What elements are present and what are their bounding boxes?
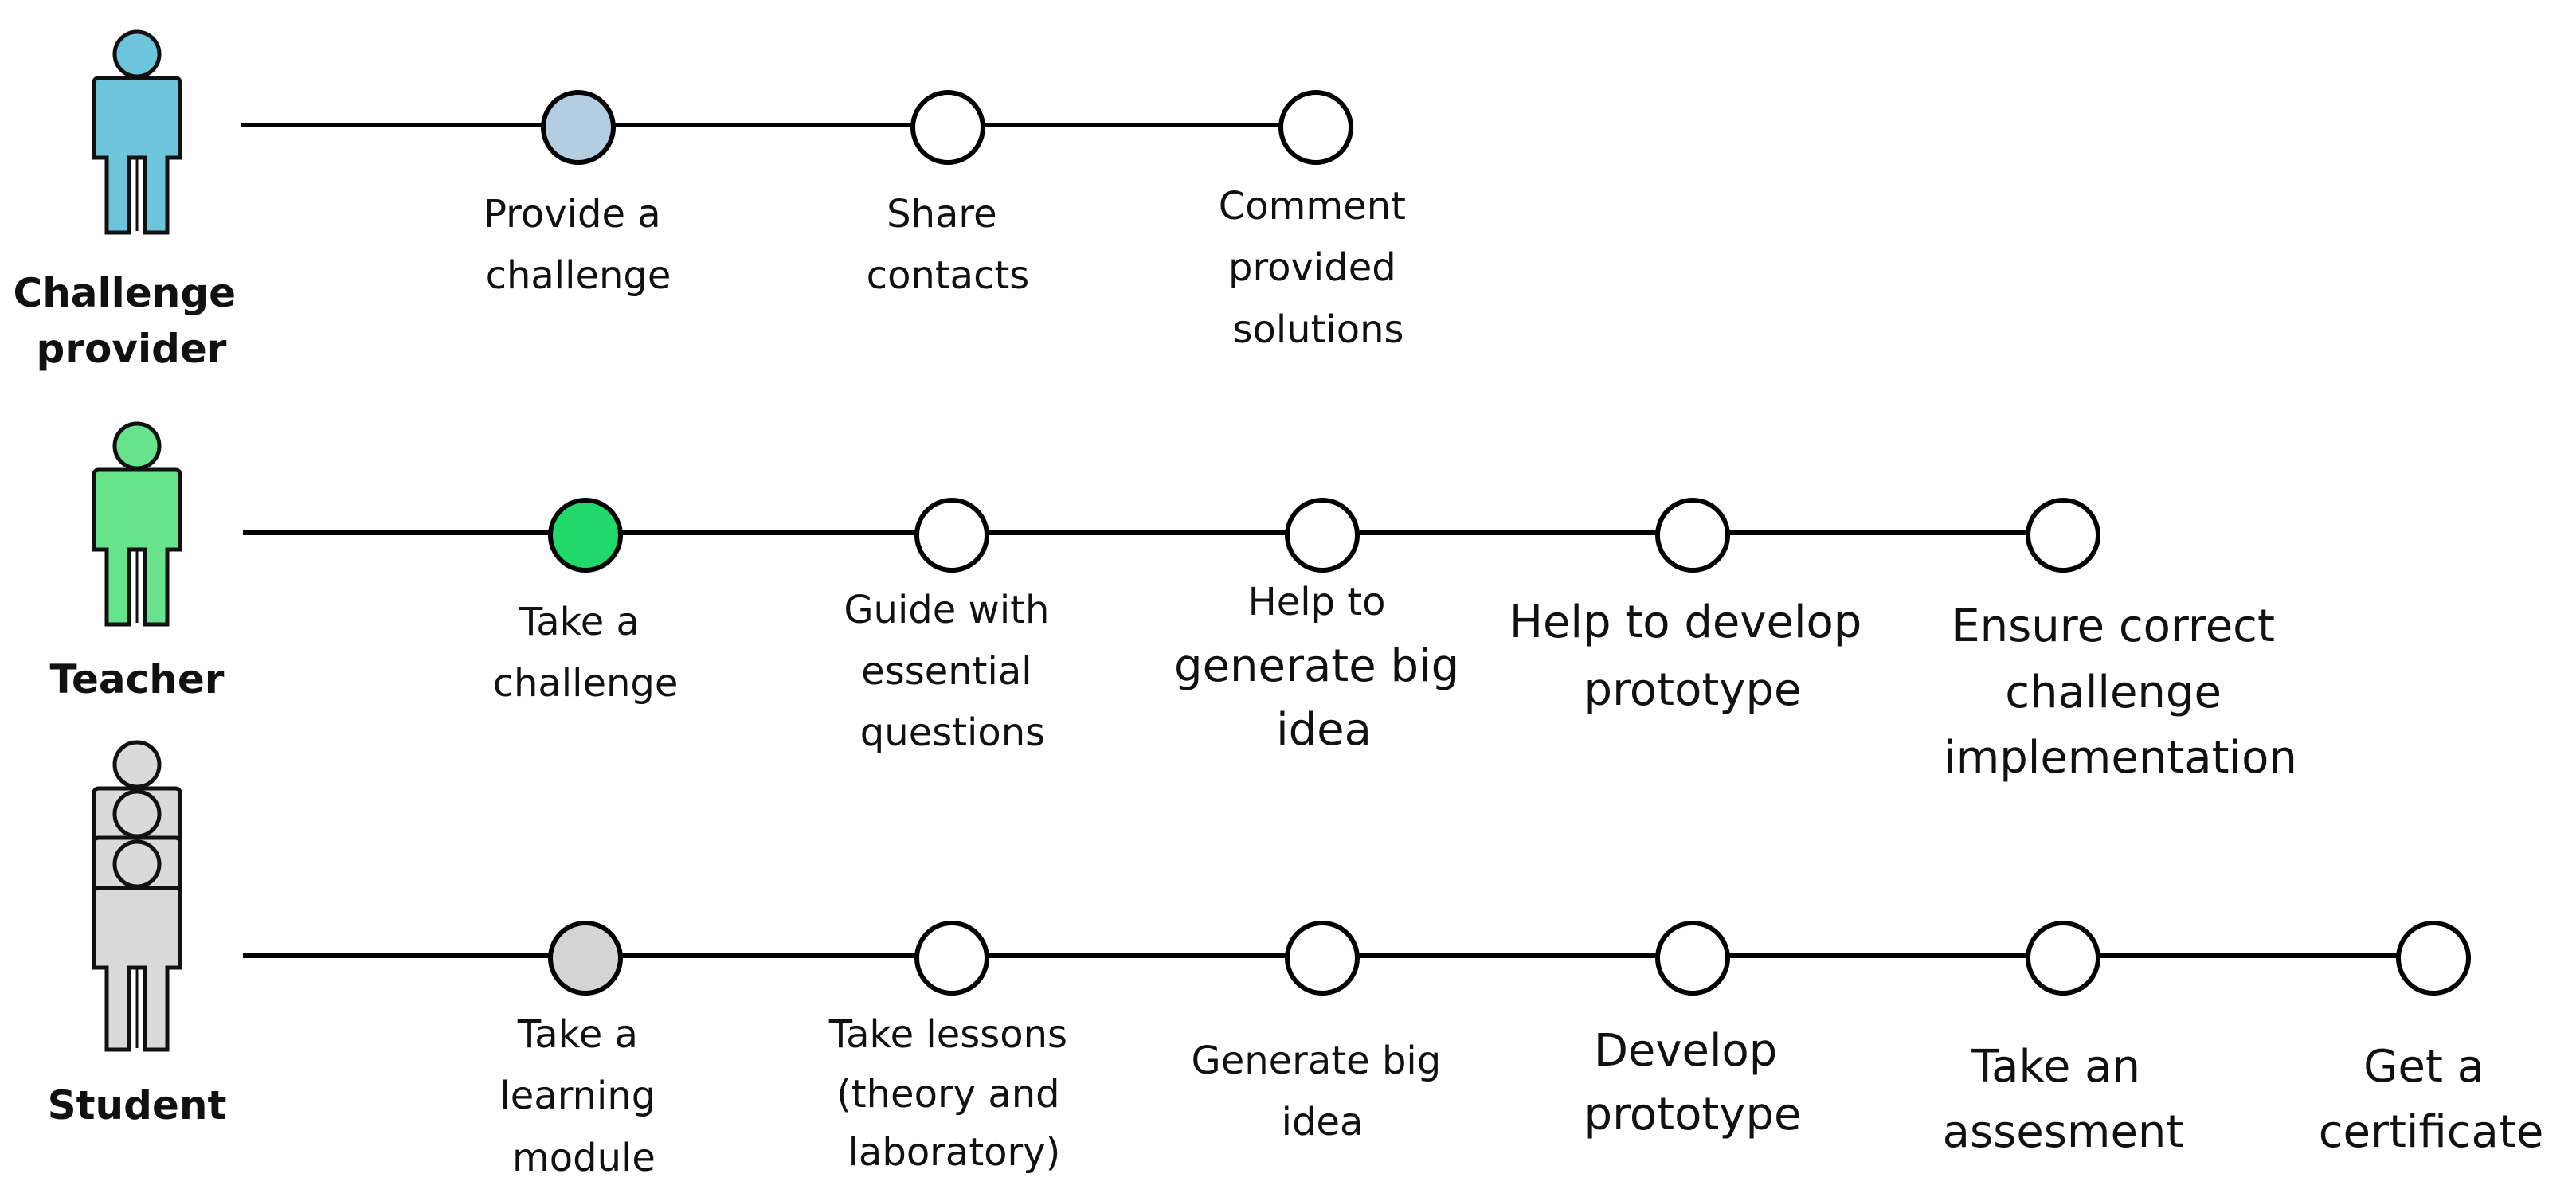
step-label-line: idea: [1282, 1100, 1364, 1144]
student-row: Student Take a learning module Take less…: [48, 740, 2544, 1180]
single-person-icon: [92, 29, 182, 235]
step-label: Share contacts: [867, 192, 1030, 298]
step-label: Take lessons (theory and laboratory): [828, 1012, 1080, 1175]
step-label-line: Generate big: [1192, 1039, 1442, 1083]
role-label: Challenge provider: [14, 270, 250, 372]
group-of-people-icon: [92, 740, 182, 1052]
step-node: [914, 921, 989, 996]
role-label-line: Student: [48, 1082, 227, 1129]
step-label-line: Develop: [1594, 1025, 1778, 1077]
step-label-line: Take a: [517, 1012, 638, 1057]
role-label-line: Teacher: [50, 656, 225, 702]
step-label-line: Provide a: [483, 192, 661, 237]
step-label-line: learning: [499, 1074, 656, 1118]
step-label-line: Help to develop: [1509, 597, 1862, 648]
step-node: [541, 90, 616, 165]
step-label-line: implementation: [1944, 732, 2297, 784]
step-label: Get a certificate: [2319, 1041, 2544, 1158]
step-node: [1655, 498, 1730, 573]
step-node: [1285, 498, 1360, 573]
step-node: [548, 921, 623, 996]
step-label-line: module: [512, 1136, 656, 1180]
step-node: [2026, 498, 2100, 573]
role-label: Student: [48, 1082, 227, 1129]
step-label-line: prototype: [1584, 1089, 1802, 1140]
step-label-line: generate big: [1174, 640, 1459, 692]
step-label-line: provided: [1228, 245, 1396, 290]
single-person-icon: [92, 421, 182, 627]
step-label-line: challenge: [493, 661, 679, 706]
step-label-line: Guide with: [844, 588, 1049, 632]
step-label: Provide a challenge: [483, 192, 673, 298]
step-node: [548, 498, 623, 573]
step-label-line: Take lessons: [828, 1012, 1067, 1057]
step-label-line: questions: [860, 710, 1045, 755]
challenge-provider-row: Challenge provider Provide a challenge S…: [14, 29, 1418, 372]
step-label: Help to develop prototype: [1509, 597, 1876, 716]
step-node: [2026, 921, 2100, 996]
teacher-row: Teacher Take a challenge Guide with esse…: [50, 421, 2297, 784]
step-label-line: Get a: [2363, 1041, 2484, 1093]
role-label-line: provider: [37, 326, 227, 372]
step-label: Help to generate big idea: [1174, 574, 1474, 756]
step-label-line: challenge: [2005, 667, 2222, 718]
step-node: [2396, 921, 2471, 996]
step-label: Comment provided solutions: [1219, 184, 1418, 352]
step-label-line: Share: [887, 192, 997, 237]
step-label-line: Ensure correct: [1952, 600, 2275, 652]
step-label: Take an assesment: [1943, 1041, 2184, 1158]
step-label-line: certificate: [2319, 1106, 2544, 1158]
role-label: Teacher: [50, 656, 225, 702]
step-label: Generate big idea: [1192, 1039, 1454, 1144]
step-label-line: assesment: [1943, 1106, 2184, 1158]
step-label-line: Take a: [519, 600, 640, 644]
step-label-line: idea: [1276, 704, 1372, 756]
step-label-line: Help to: [1248, 580, 1386, 624]
step-label: Develop prototype: [1584, 1025, 1802, 1140]
step-label: Ensure correct challenge implementation: [1944, 600, 2297, 784]
step-label-line: (theory and: [836, 1072, 1060, 1117]
step-label-line: prototype: [1584, 664, 1802, 716]
step-label: Guide with essential questions: [844, 588, 1061, 755]
step-label-line: Take an: [1971, 1041, 2140, 1093]
step-node: [1278, 90, 1353, 165]
step-label-line: essential: [861, 649, 1032, 694]
step-label-line: challenge: [486, 253, 671, 298]
step-node: [1285, 921, 1360, 996]
step-node: [1655, 921, 1730, 996]
step-label-line: solutions: [1232, 307, 1403, 352]
step-label-line: contacts: [867, 253, 1030, 298]
step-node: [914, 498, 989, 573]
step-label-line: laboratory): [848, 1130, 1061, 1175]
step-label-line: Comment: [1219, 184, 1406, 229]
role-label-line: Challenge: [14, 270, 237, 316]
step-label: Take a challenge: [493, 600, 679, 706]
step-node: [910, 90, 985, 165]
step-label: Take a learning module: [499, 1012, 667, 1180]
